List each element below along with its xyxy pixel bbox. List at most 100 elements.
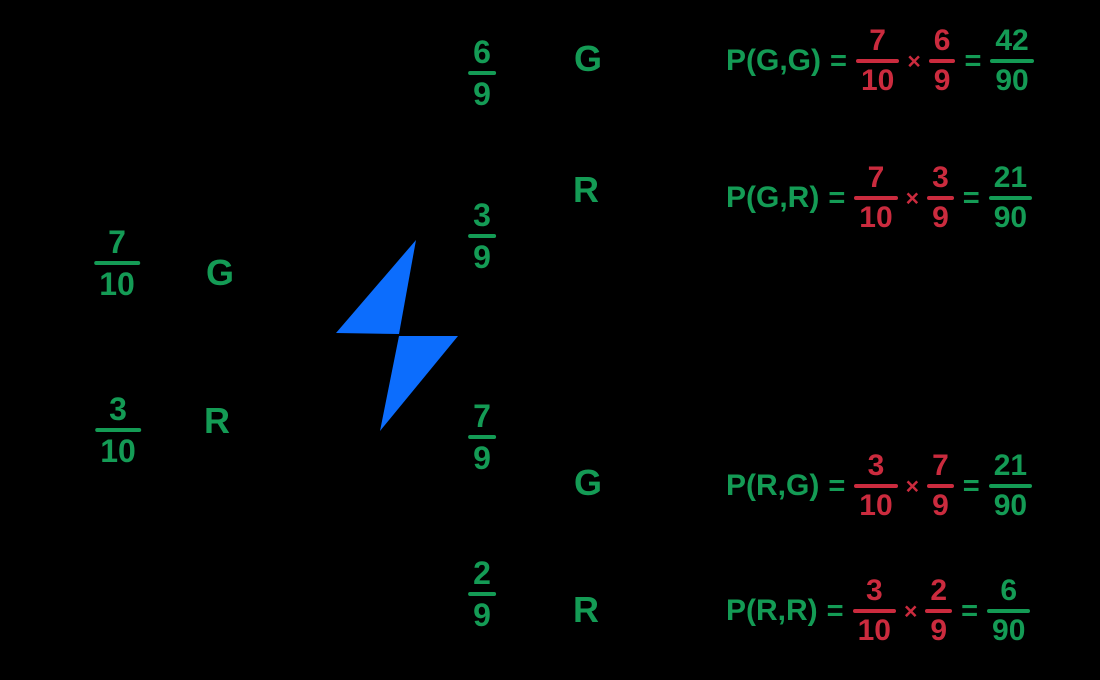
equals-sign: = (830, 44, 847, 77)
fraction-numerator: 3 (473, 197, 491, 233)
fraction-bar (852, 609, 896, 613)
fraction-numerator: 7 (932, 449, 949, 482)
equals-sign: = (828, 181, 846, 214)
fraction-bar (990, 59, 1034, 63)
formula-p-gg: P(G,G) = 7 10 × 6 9 = 42 90 (726, 26, 1034, 96)
multiply-sign: × (905, 184, 920, 211)
fraction-bar (988, 196, 1033, 200)
fraction-denominator: 9 (473, 76, 491, 112)
second-draw-fraction: 7 9 (927, 451, 954, 521)
fraction-bar (468, 435, 496, 439)
result-fraction: 6 90 (987, 576, 1031, 647)
fraction-numerator: 7 (869, 24, 886, 57)
branch-probability-gr: 3 9 (468, 199, 496, 273)
branch-probability-rr: 2 9 (468, 557, 496, 631)
branch-probability-gg: 6 9 (468, 36, 496, 110)
node-label-gg: G (573, 38, 603, 79)
probability-label: P(R,R) (726, 594, 818, 627)
fraction-denominator: 10 (99, 266, 135, 302)
fraction-bar (927, 196, 954, 200)
branch-probability-first-red: 3 10 (95, 393, 141, 467)
node-label-rg: G (573, 462, 603, 503)
fraction-numerator: 7 (867, 161, 885, 194)
fraction-bar (987, 609, 1031, 613)
fraction-numerator: 42 (995, 24, 1029, 57)
bolt-upper-triangle (336, 240, 416, 334)
formula-p-rr: P(R,R) = 3 10 × 2 9 = 6 90 (726, 574, 1031, 647)
fraction-denominator: 10 (860, 64, 895, 97)
fraction-bar (855, 59, 900, 63)
fraction-bar (468, 71, 496, 75)
fraction-denominator: 90 (993, 201, 1028, 234)
lightning-bolt-icon (336, 240, 458, 431)
fraction-numerator: 6 (473, 34, 491, 70)
result-fraction: 21 90 (988, 163, 1033, 234)
result-fraction: 42 90 (990, 24, 1034, 97)
probability-label: P(R,G) (726, 469, 820, 502)
fraction-denominator: 9 (473, 440, 491, 476)
second-draw-fraction: 6 9 (928, 24, 956, 97)
node-label-green-first: G (205, 252, 235, 293)
fraction-denominator: 90 (992, 614, 1026, 647)
fraction-numerator: 2 (473, 555, 491, 591)
fraction-bar (854, 484, 898, 488)
fraction-bar (928, 59, 956, 63)
fraction-denominator: 9 (933, 64, 951, 97)
fraction-numerator: 7 (108, 224, 126, 260)
fraction-denominator: 9 (932, 201, 949, 234)
fraction-denominator: 10 (859, 201, 893, 234)
node-label-rr: R (573, 589, 599, 630)
first-draw-fraction: 3 10 (852, 574, 896, 647)
bolt-lower-triangle (380, 336, 458, 431)
equals-sign: = (828, 469, 846, 502)
fraction-bar (95, 428, 141, 432)
fraction-numerator: 21 (993, 449, 1028, 482)
first-draw-fraction: 7 10 (855, 24, 900, 97)
formula-p-gr: P(G,R) = 7 10 × 3 9 = 21 90 (726, 161, 1033, 234)
branch-probability-first-green: 7 10 (94, 226, 140, 300)
fraction-numerator: 2 (930, 574, 948, 607)
fraction-bar (94, 261, 140, 265)
equals-sign: = (826, 594, 844, 627)
fraction-numerator: 3 (865, 574, 883, 607)
first-draw-fraction: 3 10 (854, 449, 898, 522)
fraction-numerator: 3 (109, 391, 127, 427)
multiply-sign: × (905, 472, 920, 499)
fraction-denominator: 10 (857, 614, 891, 647)
node-label-gr: R (573, 169, 599, 210)
fraction-denominator: 90 (995, 64, 1029, 97)
probability-label: P(G,R) (726, 181, 820, 214)
first-draw-fraction: 7 10 (854, 161, 898, 234)
fraction-denominator: 9 (930, 614, 948, 647)
fraction-bar (468, 234, 496, 238)
equals-sign: = (961, 594, 979, 627)
second-draw-fraction: 3 9 (927, 163, 954, 233)
node-label-red-first: R (204, 400, 230, 441)
branch-probability-rg: 7 9 (468, 400, 496, 474)
fraction-denominator: 10 (100, 433, 136, 469)
equals-sign: = (962, 469, 980, 502)
fraction-numerator: 3 (867, 449, 885, 482)
probability-label: P(G,G) (726, 44, 821, 77)
fraction-denominator: 9 (473, 597, 491, 633)
result-fraction: 21 90 (988, 449, 1033, 522)
fraction-bar (988, 484, 1033, 488)
fraction-denominator: 10 (859, 489, 893, 522)
multiply-sign: × (903, 597, 918, 624)
fraction-bar (468, 592, 496, 596)
fraction-numerator: 7 (473, 398, 491, 434)
fraction-bar (925, 609, 953, 613)
multiply-sign: × (907, 47, 921, 74)
fraction-numerator: 6 (933, 24, 951, 57)
fraction-bar (927, 484, 954, 488)
second-draw-fraction: 2 9 (925, 574, 953, 647)
formula-p-rg: P(R,G) = 3 10 × 7 9 = 21 90 (726, 449, 1033, 522)
fraction-denominator: 9 (473, 239, 491, 275)
fraction-denominator: 90 (993, 489, 1028, 522)
fraction-bar (854, 196, 898, 200)
equals-sign: = (962, 181, 980, 214)
equals-sign: = (964, 44, 982, 77)
fraction-numerator: 3 (932, 161, 949, 194)
fraction-denominator: 9 (932, 489, 949, 522)
